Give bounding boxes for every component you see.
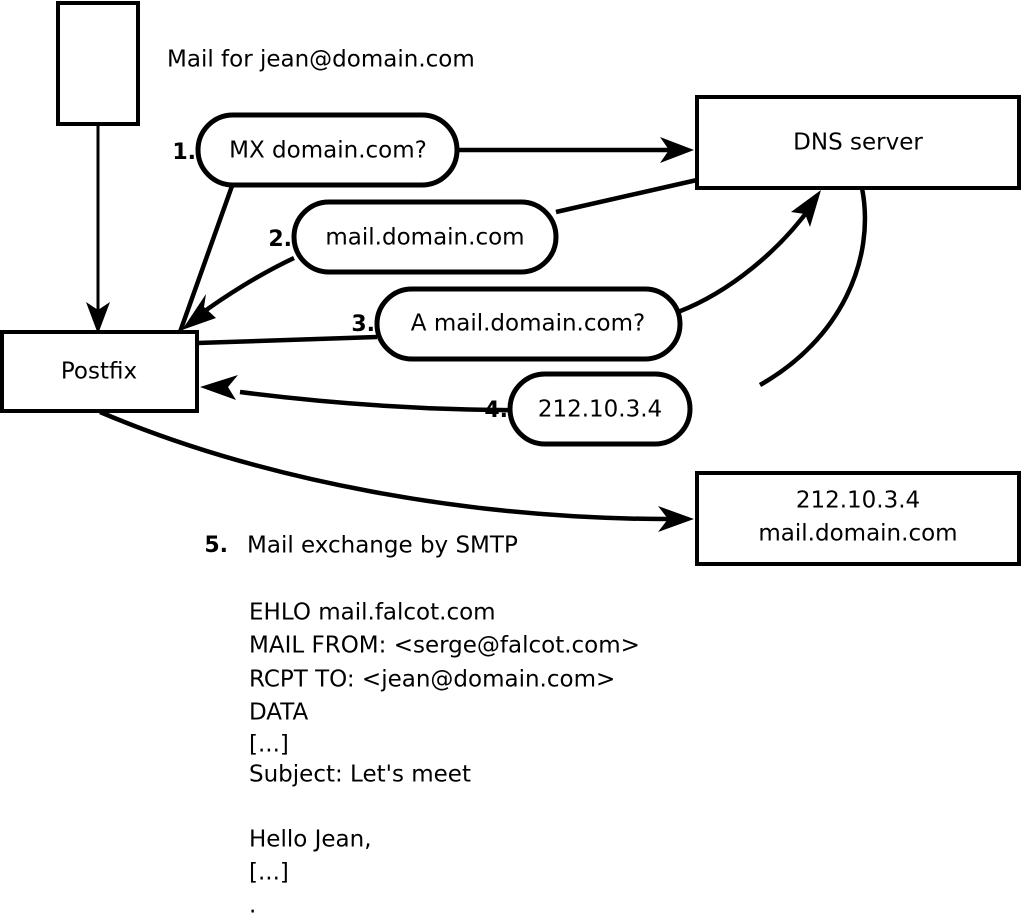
transcript-line: MAIL FROM: <serge@falcot.com> (249, 633, 640, 659)
transcript-line: Hello Jean, (249, 827, 372, 853)
step-5-label: Mail exchange by SMTP (247, 533, 518, 559)
edge-step5-postfix-to-mailserver (99, 409, 694, 532)
bubble-step-1 (195, 112, 460, 188)
transcript-line: . (249, 893, 256, 919)
bubble-step-2-label: mail.domain.com (325, 225, 524, 251)
step-4-number: 4. (484, 398, 508, 423)
mail-server-box (695, 471, 1021, 566)
smtp-transcript: EHLO mail.falcot.com MAIL FROM: <serge@f… (249, 600, 640, 919)
mail-server-ip: 212.10.3.4 (796, 488, 920, 514)
transcript-line: DATA (249, 700, 309, 726)
dns-server-box (695, 95, 1021, 190)
mail-server-hostname: mail.domain.com (758, 521, 957, 547)
transcript-line: [...] (249, 860, 289, 886)
bubble-step-2 (291, 199, 559, 275)
sender-box (56, 1, 140, 126)
transcript-line: [...] (249, 732, 289, 758)
bubble-step-4-label: 212.10.3.4 (538, 397, 662, 423)
bubble-step-3 (374, 286, 683, 362)
dns-server-label: DNS server (793, 130, 923, 156)
step-5-number: 5. (204, 533, 228, 558)
bubble-step-4 (507, 371, 693, 447)
mail-for-note: Mail for jean@domain.com (167, 47, 475, 73)
edge-step2-dns-to-postfix (182, 177, 698, 330)
bubble-step-3-label: A mail.domain.com? (411, 311, 645, 337)
edge-sender-to-postfix (86, 124, 110, 334)
edge-step1-postfix-to-dns (177, 137, 694, 333)
transcript-line: Subject: Let's meet (249, 762, 471, 788)
postfix-box (0, 330, 199, 413)
step-2-number: 2. (268, 227, 292, 252)
transcript-line: RCPT TO: <jean@domain.com> (249, 667, 615, 693)
transcript-line: EHLO mail.falcot.com (249, 600, 496, 626)
step-3-number: 3. (351, 312, 375, 337)
edge-step3-postfix-to-dns (196, 190, 821, 346)
postfix-label: Postfix (61, 359, 137, 385)
bubble-step-1-label: MX domain.com? (229, 138, 427, 164)
step-1-number: 1. (172, 140, 196, 165)
